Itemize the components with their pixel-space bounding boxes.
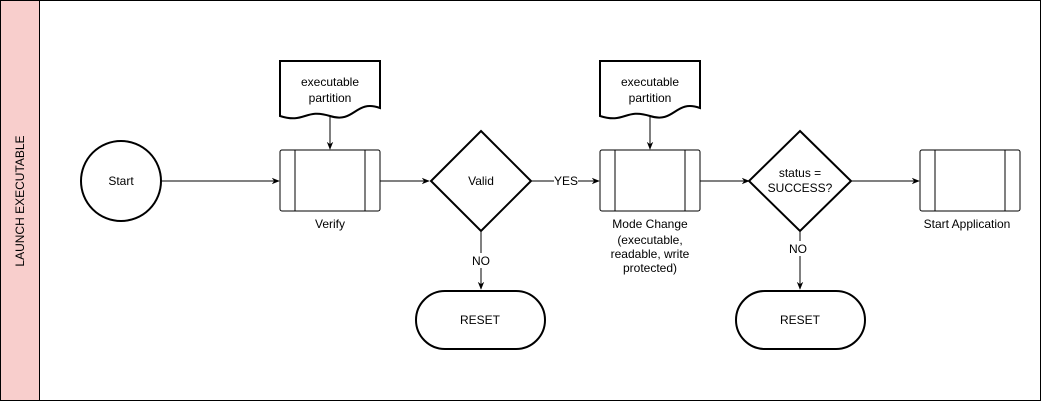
mode-change-caption-4: protected): [623, 261, 677, 275]
start-label: Start: [108, 174, 134, 188]
node-verify[interactable]: Verify: [279, 149, 381, 231]
mode-change-caption-1: Mode Change: [612, 217, 688, 231]
mode-change-box: [599, 149, 701, 212]
node-executable-partition-doc-2[interactable]: executable partition: [599, 60, 701, 120]
mode-change-caption-2: (executable,: [617, 233, 682, 247]
verify-box: [279, 149, 381, 212]
valid-label: Valid: [468, 174, 494, 188]
node-mode-change[interactable]: Mode Change (executable, readable, write…: [599, 149, 701, 275]
node-start-application[interactable]: Start Application: [919, 149, 1021, 231]
doc1-line1: executable: [301, 75, 359, 89]
status-diamond: [747, 129, 853, 233]
doc1-line2: partition: [309, 91, 352, 105]
node-valid-decision[interactable]: Valid: [429, 129, 533, 233]
node-status-decision[interactable]: status = SUCCESS?: [747, 129, 853, 233]
node-start[interactable]: Start: [80, 140, 162, 222]
edge-label-yes: YES: [554, 174, 578, 188]
reset2-terminator: [735, 290, 866, 350]
node-reset-1[interactable]: RESET: [415, 290, 546, 350]
node-reset-2[interactable]: RESET: [735, 290, 866, 350]
document-shape-1: [279, 60, 381, 120]
edges: [161, 116, 920, 290]
mode-change-caption-3: readable, write: [611, 247, 690, 261]
doc2-line1: executable: [621, 75, 679, 89]
start-circle: [80, 140, 162, 222]
edge-label-no-status: NO: [789, 242, 807, 256]
status-line2: SUCCESS?: [768, 181, 833, 195]
document-shape-2: [599, 60, 701, 120]
verify-caption: Verify: [315, 217, 345, 231]
reset2-label: RESET: [780, 313, 821, 327]
status-line1: status =: [779, 166, 821, 180]
start-app-caption: Start Application: [924, 217, 1011, 231]
start-app-box: [919, 149, 1021, 212]
edge-label-no-valid: NO: [472, 254, 490, 268]
doc2-line2: partition: [629, 91, 672, 105]
valid-diamond: [429, 129, 533, 233]
swimlane-title: LAUNCH EXECUTABLE: [13, 135, 27, 266]
node-executable-partition-doc-1[interactable]: executable partition: [279, 60, 381, 120]
reset1-label: RESET: [460, 313, 501, 327]
swimlane-header: [0, 0, 40, 401]
reset1-terminator: [415, 290, 546, 350]
